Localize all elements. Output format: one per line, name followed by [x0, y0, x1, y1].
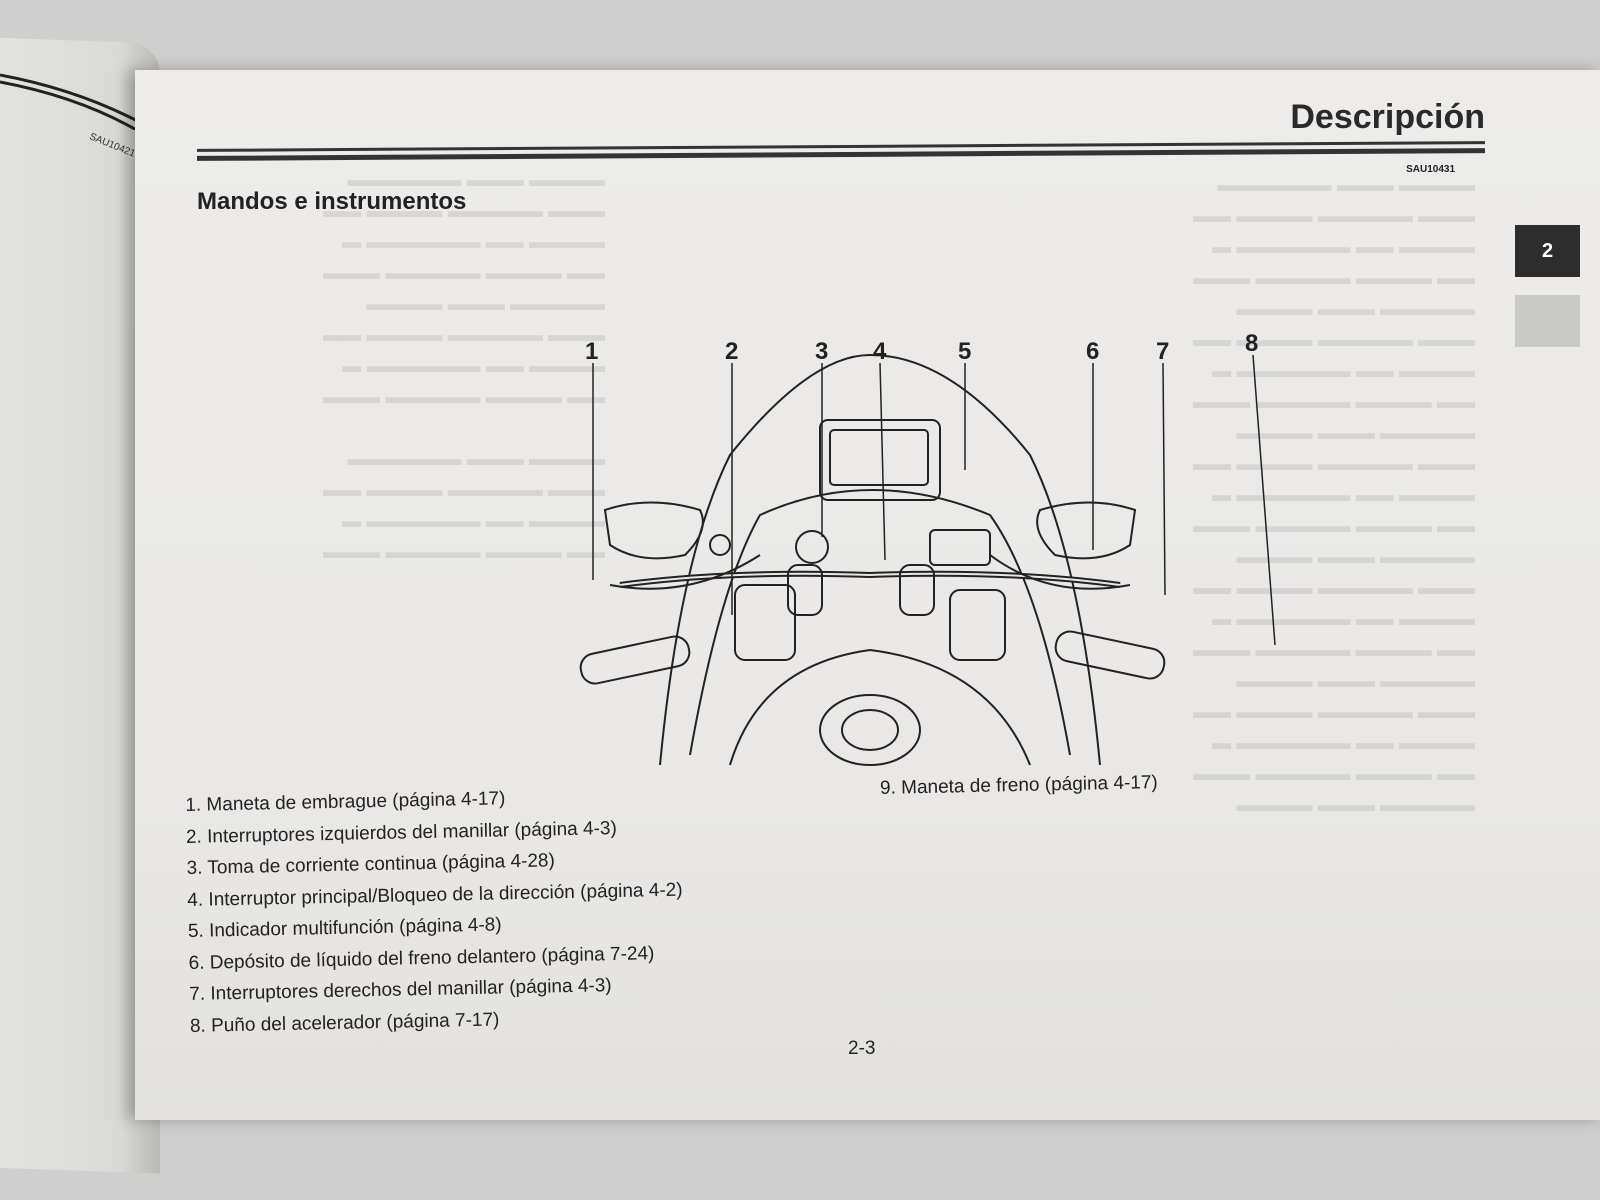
- motorcycle-illustration: [579, 353, 1166, 766]
- callout-5: 5: [958, 338, 971, 365]
- section-code: SAU10431: [1406, 164, 1455, 175]
- callout-2: 2: [725, 338, 738, 365]
- chapter-tab: 2: [1515, 225, 1580, 277]
- page-number: 2-3: [848, 1038, 876, 1059]
- left-page-rule: [0, 73, 146, 130]
- chapter-tab-shadow: [1515, 295, 1580, 347]
- callout-8: 8: [1245, 330, 1258, 357]
- callout-3: 3: [815, 338, 828, 365]
- callout-1: 1: [585, 338, 598, 365]
- section-title: Mandos e instrumentos: [197, 188, 467, 215]
- callout-4: 4: [873, 338, 887, 365]
- legend-list: 1. Maneta de embrague (página 4-17) 2. I…: [185, 780, 686, 1042]
- callout-7: 7: [1156, 338, 1169, 365]
- chapter-title: Descripción: [1290, 98, 1485, 136]
- leader-lines: [592, 354, 1276, 646]
- manual-page: ▬▬▬▬ ▬▬▬ ▬▬▬▬▬▬▬▬▬ ▬▬▬▬▬ ▬▬▬▬ ▬▬▬▬▬▬ ▬▬ …: [135, 70, 1600, 1120]
- handlebar-diagram: 1 2 3 4 5 6 7 8 9: [579, 330, 1276, 766]
- callout-6: 6: [1086, 338, 1099, 365]
